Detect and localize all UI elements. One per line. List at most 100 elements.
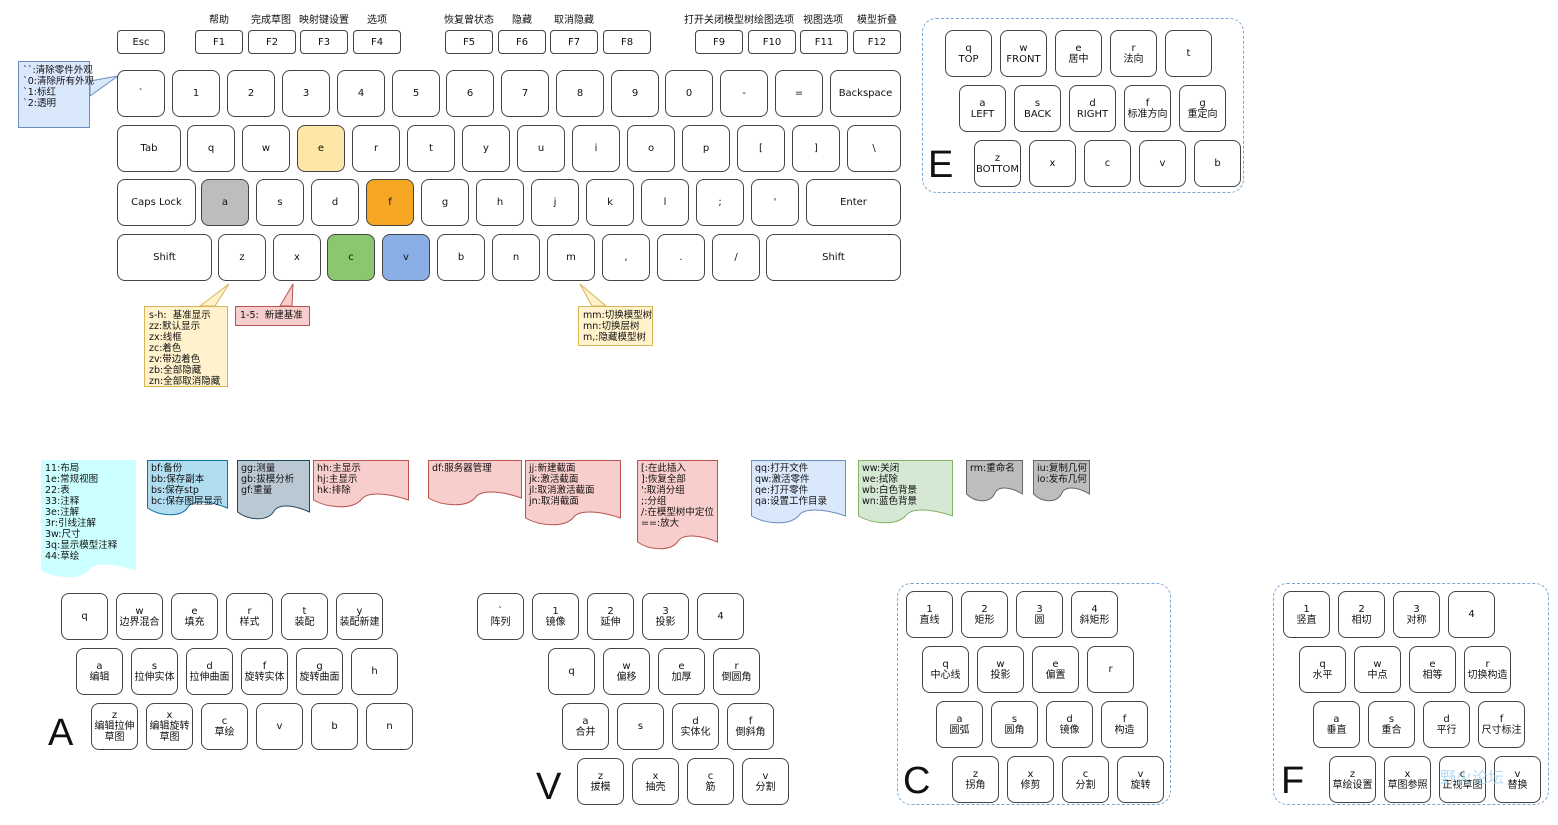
key-main[interactable]: b bbox=[437, 234, 485, 281]
key-main[interactable]: 7 bbox=[501, 70, 549, 117]
key-main[interactable]: w bbox=[242, 125, 290, 172]
key-main[interactable]: x bbox=[273, 234, 321, 281]
key-main[interactable]: 4 bbox=[337, 70, 385, 117]
shortcut-key[interactable]: q bbox=[61, 593, 108, 640]
key-main[interactable]: s bbox=[256, 179, 304, 226]
key-main[interactable]: a bbox=[201, 179, 249, 226]
key-main[interactable]: o bbox=[627, 125, 675, 172]
key-main[interactable]: i bbox=[572, 125, 620, 172]
key-main[interactable]: Shift bbox=[117, 234, 212, 281]
key-main[interactable]: t bbox=[407, 125, 455, 172]
key-main[interactable]: j bbox=[531, 179, 579, 226]
key-main[interactable]: , bbox=[602, 234, 650, 281]
key-main[interactable]: f bbox=[366, 179, 414, 226]
key-main[interactable]: ] bbox=[792, 125, 840, 172]
key-f7[interactable]: F7 bbox=[550, 30, 598, 54]
key-main[interactable]: . bbox=[657, 234, 705, 281]
key-main[interactable]: p bbox=[682, 125, 730, 172]
shortcut-key[interactable]: b bbox=[1194, 140, 1241, 187]
shortcut-key[interactable]: c bbox=[1084, 140, 1131, 187]
key-f8[interactable]: F8 bbox=[603, 30, 651, 54]
key-main[interactable]: 5 bbox=[392, 70, 440, 117]
key-main[interactable]: u bbox=[517, 125, 565, 172]
key-main[interactable]: \ bbox=[847, 125, 901, 172]
key-esc[interactable]: Esc bbox=[117, 30, 165, 54]
key-main[interactable]: e bbox=[297, 125, 345, 172]
key-main[interactable]: d bbox=[311, 179, 359, 226]
key-f10[interactable]: F10 bbox=[748, 30, 796, 54]
shortcut-key[interactable]: 4 bbox=[697, 593, 744, 640]
key-main[interactable]: = bbox=[775, 70, 823, 117]
key-main[interactable]: q bbox=[187, 125, 235, 172]
shortcut-key[interactable]: v bbox=[1139, 140, 1186, 187]
key-main[interactable]: g bbox=[421, 179, 469, 226]
key-main[interactable]: Backspace bbox=[830, 70, 901, 117]
shortcut-key[interactable]: n bbox=[366, 703, 413, 750]
shortcut-key[interactable]: q bbox=[548, 648, 595, 695]
key-f12[interactable]: F12 bbox=[853, 30, 901, 54]
key-main[interactable]: ` bbox=[117, 70, 165, 117]
key-main[interactable]: m bbox=[547, 234, 595, 281]
key-main[interactable]: n bbox=[492, 234, 540, 281]
key-f3[interactable]: F3 bbox=[300, 30, 348, 54]
shortcut-key[interactable]: b bbox=[311, 703, 358, 750]
key-main[interactable]: [ bbox=[737, 125, 785, 172]
key-main[interactable]: c bbox=[327, 234, 375, 281]
key-f1[interactable]: F1 bbox=[195, 30, 243, 54]
key-f9[interactable]: F9 bbox=[695, 30, 743, 54]
key-f2[interactable]: F2 bbox=[248, 30, 296, 54]
key-main[interactable]: Shift bbox=[766, 234, 901, 281]
shortcut-key[interactable]: 4 bbox=[1448, 591, 1495, 638]
key-main[interactable]: ; bbox=[696, 179, 744, 226]
shortcut-key[interactable]: t bbox=[1165, 30, 1212, 77]
shortcut-key[interactable]: r bbox=[1087, 646, 1134, 693]
key-main[interactable]: Tab bbox=[117, 125, 181, 172]
key-main[interactable]: Enter bbox=[806, 179, 901, 226]
key-main[interactable]: z bbox=[218, 234, 266, 281]
